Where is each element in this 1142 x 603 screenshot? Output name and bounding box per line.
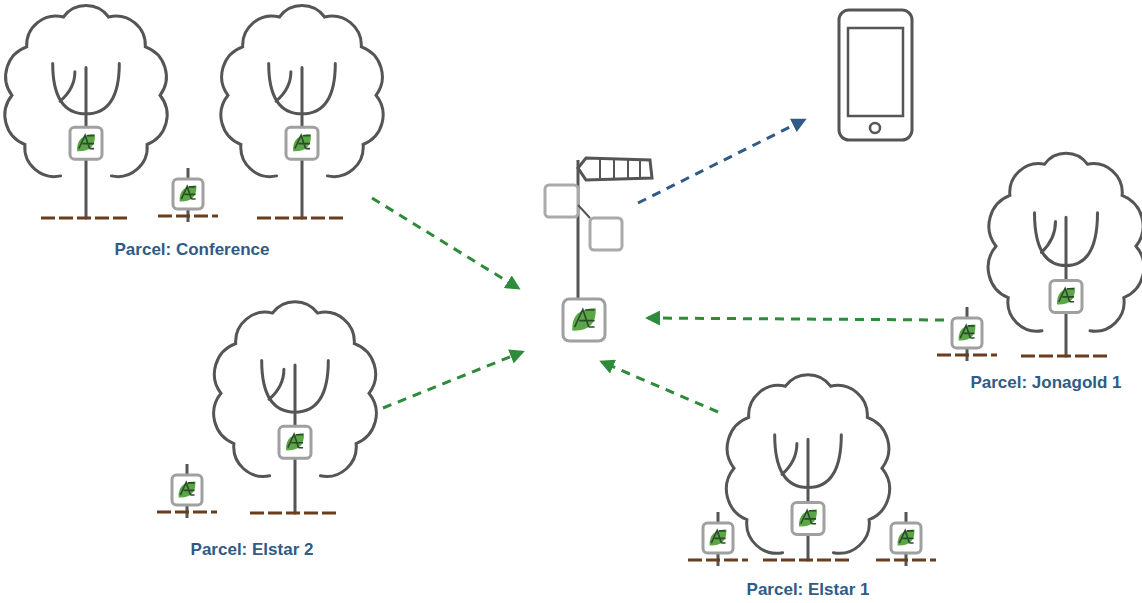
ground-line — [158, 215, 218, 218]
leaf-mark — [286, 433, 304, 450]
ground-line — [41, 217, 131, 220]
leaf-mark — [572, 308, 596, 330]
logo-strokes — [575, 309, 595, 327]
sensor-logo — [703, 523, 733, 553]
tree-branches — [775, 435, 842, 560]
sensor-box — [792, 502, 824, 534]
tree-branches — [53, 63, 120, 218]
leaf-mark — [179, 482, 196, 498]
sensor-logo — [891, 523, 921, 553]
logo-strokes — [79, 135, 94, 148]
sensor-logo — [1050, 280, 1082, 312]
sensor-box — [891, 523, 921, 553]
logo-strokes — [801, 510, 816, 523]
logo-strokes — [180, 482, 194, 495]
tree-branches — [269, 63, 336, 218]
leaf-mark — [710, 530, 727, 546]
weather-station — [545, 158, 652, 341]
ground-line — [250, 512, 340, 515]
sensor-logo — [952, 318, 982, 348]
ground-line — [688, 559, 748, 562]
sensor-logo — [279, 426, 311, 458]
ground-line — [257, 217, 347, 220]
leaf-mark — [799, 509, 817, 526]
leaf-mark — [180, 186, 197, 202]
parcel-label: Parcel: Conference — [115, 240, 270, 260]
tree-branches — [1035, 213, 1098, 356]
sensor-logo — [70, 127, 102, 159]
parcel-label: Parcel: Jonagold 1 — [970, 373, 1121, 393]
logo-strokes — [1059, 288, 1074, 301]
sensor-logo — [172, 475, 202, 505]
sensor-box — [279, 426, 311, 458]
logo-strokes — [181, 186, 195, 199]
sensor-box — [173, 179, 203, 209]
logo-strokes — [295, 135, 310, 148]
tree-branches — [262, 361, 329, 513]
sensor-box — [952, 318, 982, 348]
sensor-box — [172, 475, 202, 505]
leaf-mark — [898, 530, 915, 546]
ground-line — [1021, 355, 1111, 358]
ground-line — [763, 559, 853, 562]
ground-line — [937, 354, 997, 357]
parcel-label: Parcel: Elstar 1 — [747, 580, 870, 600]
smartphone-icon — [839, 10, 912, 140]
sensor-logo — [792, 502, 824, 534]
tree-group — [5, 6, 1142, 566]
sensor-logo — [173, 179, 203, 209]
logo-strokes — [960, 325, 974, 338]
ground-line — [157, 511, 217, 514]
sensor-box — [703, 523, 733, 553]
ground-line — [876, 559, 936, 562]
sensor-box — [1050, 280, 1082, 312]
sensor-logo — [563, 299, 605, 341]
logo-strokes — [288, 434, 303, 447]
leaf-mark — [77, 134, 95, 151]
logo-strokes — [899, 530, 913, 543]
leaf-mark — [1057, 287, 1075, 304]
leaf-mark — [293, 134, 311, 151]
leaf-mark — [959, 325, 976, 341]
data-flow-arrows — [372, 120, 944, 412]
sensor-logo — [286, 127, 318, 159]
sensor-box — [563, 299, 605, 341]
sensor-box — [70, 127, 102, 159]
parcel-label: Parcel: Elstar 2 — [191, 540, 314, 560]
logo-strokes — [711, 530, 725, 543]
sensor-box — [286, 127, 318, 159]
